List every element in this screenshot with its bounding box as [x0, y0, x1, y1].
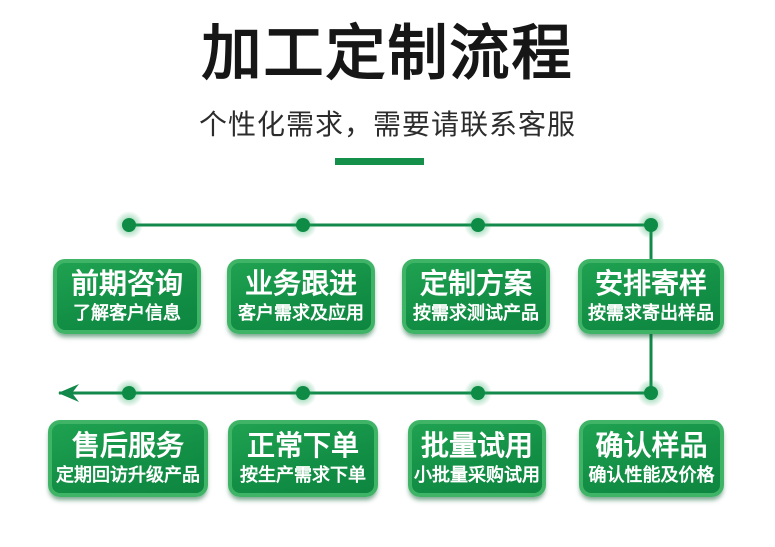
step-desc: 定期回访升级产品: [56, 465, 200, 486]
step-desc: 小批量采购试用: [414, 465, 540, 486]
step-title: 确认样品: [595, 430, 708, 462]
node-dot: [464, 379, 492, 407]
arrow-left-icon: [58, 384, 79, 402]
step-title: 业务跟进: [244, 268, 357, 300]
step-title: 正常下单: [246, 430, 359, 462]
node-dot: [464, 211, 492, 239]
flow-step-batch-trial: 批量试用 小批量采购试用: [408, 420, 546, 497]
flow-step-confirm-sample: 确认样品 确认性能及价格: [579, 420, 724, 497]
node-dot: [115, 211, 143, 239]
node-dot: [289, 211, 317, 239]
step-title: 定制方案: [419, 268, 532, 300]
flow-step-business-followup: 业务跟进 客户需求及应用: [227, 259, 375, 334]
page-subtitle: 个性化需求，需要请联系客服: [198, 109, 576, 140]
flow-step-pre-consultation: 前期咨询 了解客户信息: [53, 259, 201, 334]
flow-step-arrange-sample: 安排寄样 按需求寄出样品: [578, 259, 724, 334]
step-desc: 确认性能及价格: [588, 465, 715, 486]
step-desc: 按生产需求下单: [240, 465, 366, 486]
step-title: 售后服务: [71, 430, 184, 462]
step-desc: 客户需求及应用: [238, 303, 364, 324]
step-desc: 按需求测试产品: [413, 303, 539, 324]
step-title: 前期咨询: [70, 268, 183, 300]
node-dot: [637, 211, 665, 239]
step-desc: 按需求寄出样品: [588, 303, 714, 324]
node-dot: [115, 379, 143, 407]
flow-step-normal-order: 正常下单 按生产需求下单: [228, 420, 378, 497]
step-desc: 了解客户信息: [73, 303, 181, 324]
page-title: 加工定制流程: [201, 20, 574, 87]
title-underline-bar: [335, 158, 424, 165]
step-title: 批量试用: [420, 430, 533, 462]
node-dot: [289, 379, 317, 407]
step-title: 安排寄样: [594, 268, 707, 300]
node-dot: [637, 379, 665, 407]
flow-step-after-sales: 售后服务 定期回访升级产品: [48, 420, 208, 497]
flow-step-custom-plan: 定制方案 按需求测试产品: [402, 259, 550, 334]
